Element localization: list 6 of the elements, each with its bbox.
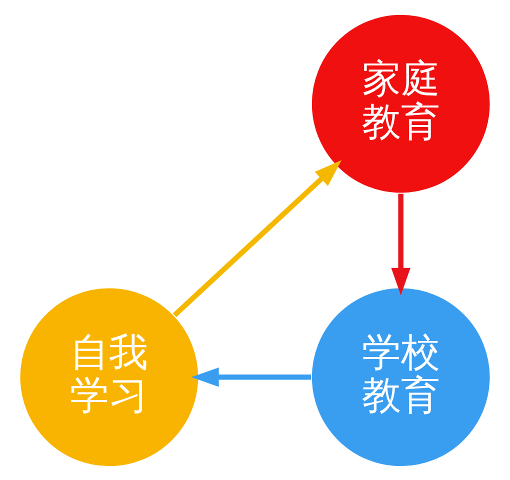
- node-circle: 自我学习: [18, 286, 200, 467]
- node-circle: 学校教育: [310, 286, 492, 467]
- arrow: [391, 193, 410, 295]
- arrow: [191, 367, 312, 386]
- node-circle: 家庭教育: [310, 13, 492, 194]
- arrow: [172, 160, 342, 317]
